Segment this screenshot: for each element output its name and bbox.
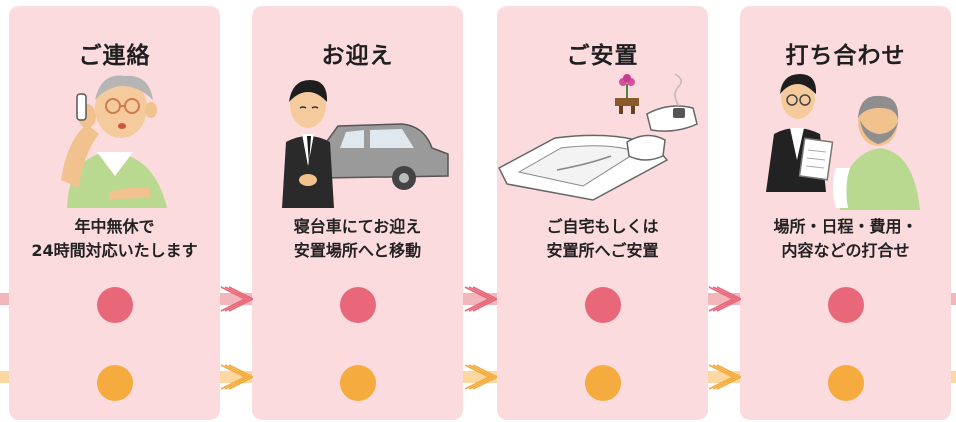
step-card-meeting: 打ち合わせ 場所・日程・費用・ 内容などの打合せ (740, 6, 951, 420)
timeline-dot-pink (585, 287, 621, 323)
timeline-dot-pink (828, 287, 864, 323)
timeline-dot-orange (340, 365, 376, 401)
step-description: 年中無休で 24時間対応いたします (31, 217, 198, 260)
chevron-right-icon (464, 364, 497, 390)
timeline-dot-pink (340, 287, 376, 323)
timeline-dot-orange (97, 365, 133, 401)
phone-call-icon (61, 75, 167, 208)
step-title: お迎え (321, 43, 394, 69)
futon-altar-icon (498, 73, 698, 201)
step-description: ご自宅もしくは 安置所へご安置 (546, 217, 659, 260)
step-description: 場所・日程・費用・ 内容などの打合せ (773, 217, 918, 260)
hearse-car-icon (282, 80, 449, 208)
chevron-right-icon (464, 286, 497, 312)
step-title: ご安置 (566, 43, 639, 69)
timeline-dot-orange (585, 365, 621, 401)
chevron-right-icon (708, 286, 741, 312)
step-card-pickup: お迎え 寝台車にてお迎え 安置場所へと移動 (252, 6, 463, 420)
meeting-icon (766, 74, 920, 210)
step-title: ご連絡 (78, 43, 151, 69)
chevron-right-icon (220, 364, 253, 390)
timeline-dot-pink (97, 287, 133, 323)
step-description: 寝台車にてお迎え 安置場所へと移動 (293, 217, 422, 260)
step-card-repose: ご安置 ご自宅もしくは 安置所へご安置 (497, 6, 708, 420)
step-title: 打ち合わせ (785, 43, 906, 69)
timeline-dot-orange (828, 365, 864, 401)
chevron-right-icon (708, 364, 741, 390)
chevron-right-icon (220, 286, 253, 312)
step-card-contact: ご連絡 年中無休で 24時間対応いたします (9, 6, 220, 420)
